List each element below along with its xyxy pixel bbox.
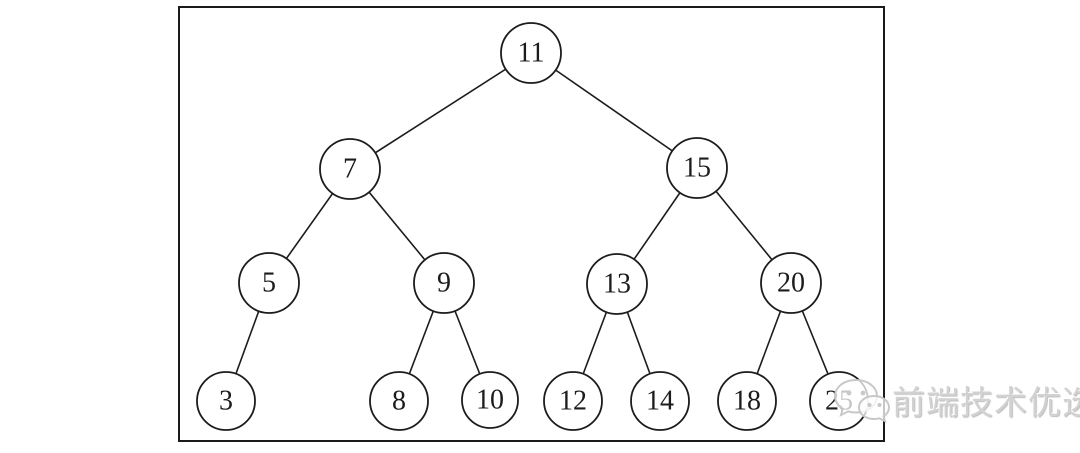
tree-node-11: [500, 22, 562, 84]
tree-node-13: [586, 253, 648, 315]
tree-node-label-20: 20: [777, 268, 805, 299]
tree-node-5: [238, 252, 300, 314]
tree-node-20: [760, 252, 822, 314]
tree-node-label-10: 10: [476, 385, 504, 416]
tree-node-label-18: 18: [733, 386, 761, 417]
tree-node-label-13: 13: [603, 269, 631, 300]
tree-node-label-5: 5: [262, 268, 276, 299]
tree-node-label-25: 25: [825, 386, 853, 417]
tree-node-label-15: 15: [683, 153, 711, 184]
tree-edge-11-15: [530, 52, 698, 169]
tree-node-label-11: 11: [518, 38, 545, 69]
tree-node-3: [196, 371, 256, 431]
tree-node-label-7: 7: [343, 154, 357, 185]
tree-node-8: [369, 371, 429, 431]
tree-node-18: [717, 371, 777, 431]
tree-node-label-8: 8: [392, 386, 406, 417]
tree-node-9: [413, 252, 475, 314]
tree-node-7: [319, 138, 381, 200]
tree-node-label-9: 9: [437, 268, 451, 299]
tree-node-14: [630, 371, 690, 431]
tree-node-label-3: 3: [219, 386, 233, 417]
figure-border: [178, 6, 885, 442]
tree-node-label-12: 12: [559, 386, 587, 417]
tree-edge-11-7: [349, 52, 532, 170]
tree-node-15: [666, 137, 728, 199]
tree-node-label-14: 14: [646, 386, 674, 417]
tree-node-12: [543, 371, 603, 431]
tree-node-10: [461, 371, 519, 429]
